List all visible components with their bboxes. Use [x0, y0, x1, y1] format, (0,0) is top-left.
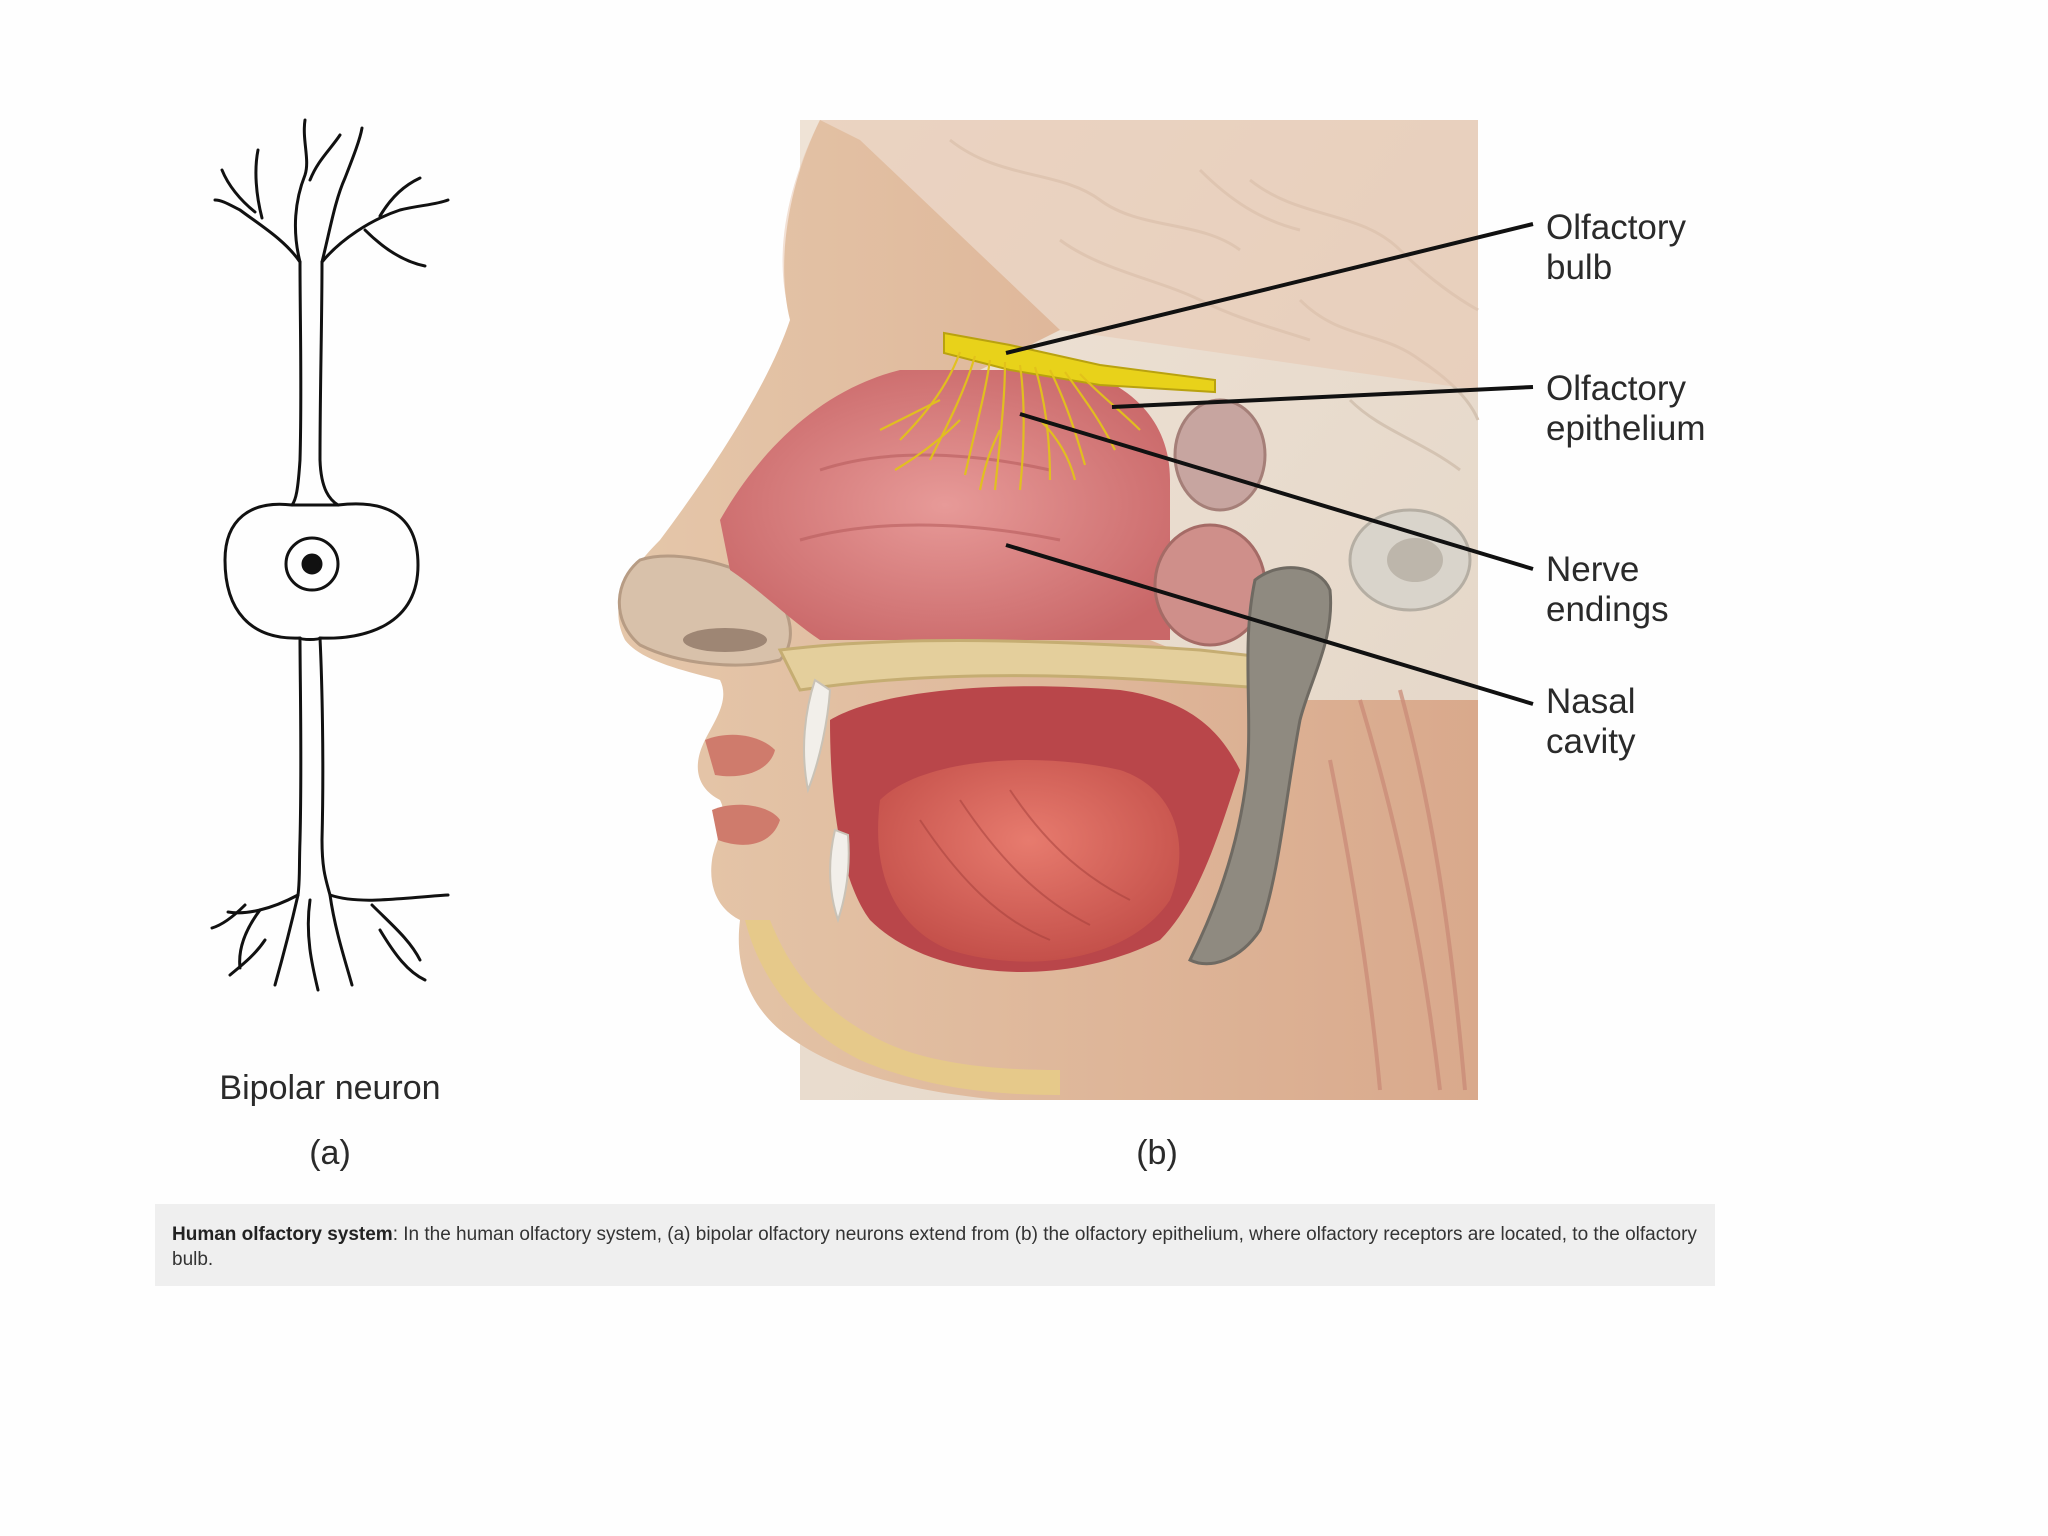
figure-caption: Human olfactory system: In the human olf… — [155, 1204, 1715, 1286]
leader-line-nerve-endings — [1019, 412, 1534, 571]
figure-caption-title: Human olfactory system — [172, 1224, 393, 1245]
label-nasal-cavity: Nasal cavity — [1546, 682, 1635, 762]
label-olfactory-bulb-line1: Olfactory — [1546, 208, 1687, 247]
leader-line-olfactory-epithelium — [1111, 385, 1534, 409]
label-nerve-endings: Nerve endings — [1546, 550, 1669, 630]
label-olfactory-epithelium: Olfactory epithelium — [1546, 369, 1706, 449]
figure-caption-text: : In the human olfactory system, (a) bip… — [172, 1224, 1697, 1270]
label-nerve-endings-line1: Nerve — [1546, 550, 1640, 589]
label-olfactory-bulb-line2: bulb — [1546, 248, 1613, 287]
label-olfactory-bulb: Olfactory bulb — [1546, 208, 1686, 288]
head-cross-section-illustration — [617, 120, 1534, 1100]
label-nerve-endings-line2: endings — [1546, 590, 1669, 629]
label-olfactory-epithelium-line1: Olfactory — [1546, 369, 1687, 408]
neuron-caption: Bipolar neuron — [219, 1069, 441, 1107]
leader-line-olfactory-bulb — [1005, 222, 1534, 355]
panel-a-letter: (a) — [309, 1134, 351, 1172]
bipolar-neuron-drawing — [210, 118, 450, 992]
label-olfactory-epithelium-line2: epithelium — [1546, 409, 1706, 448]
label-nasal-cavity-line2: cavity — [1546, 722, 1636, 761]
panel-b-letter: (b) — [1136, 1134, 1178, 1172]
label-nasal-cavity-line1: Nasal — [1546, 682, 1636, 721]
leader-line-nasal-cavity — [1005, 543, 1534, 706]
